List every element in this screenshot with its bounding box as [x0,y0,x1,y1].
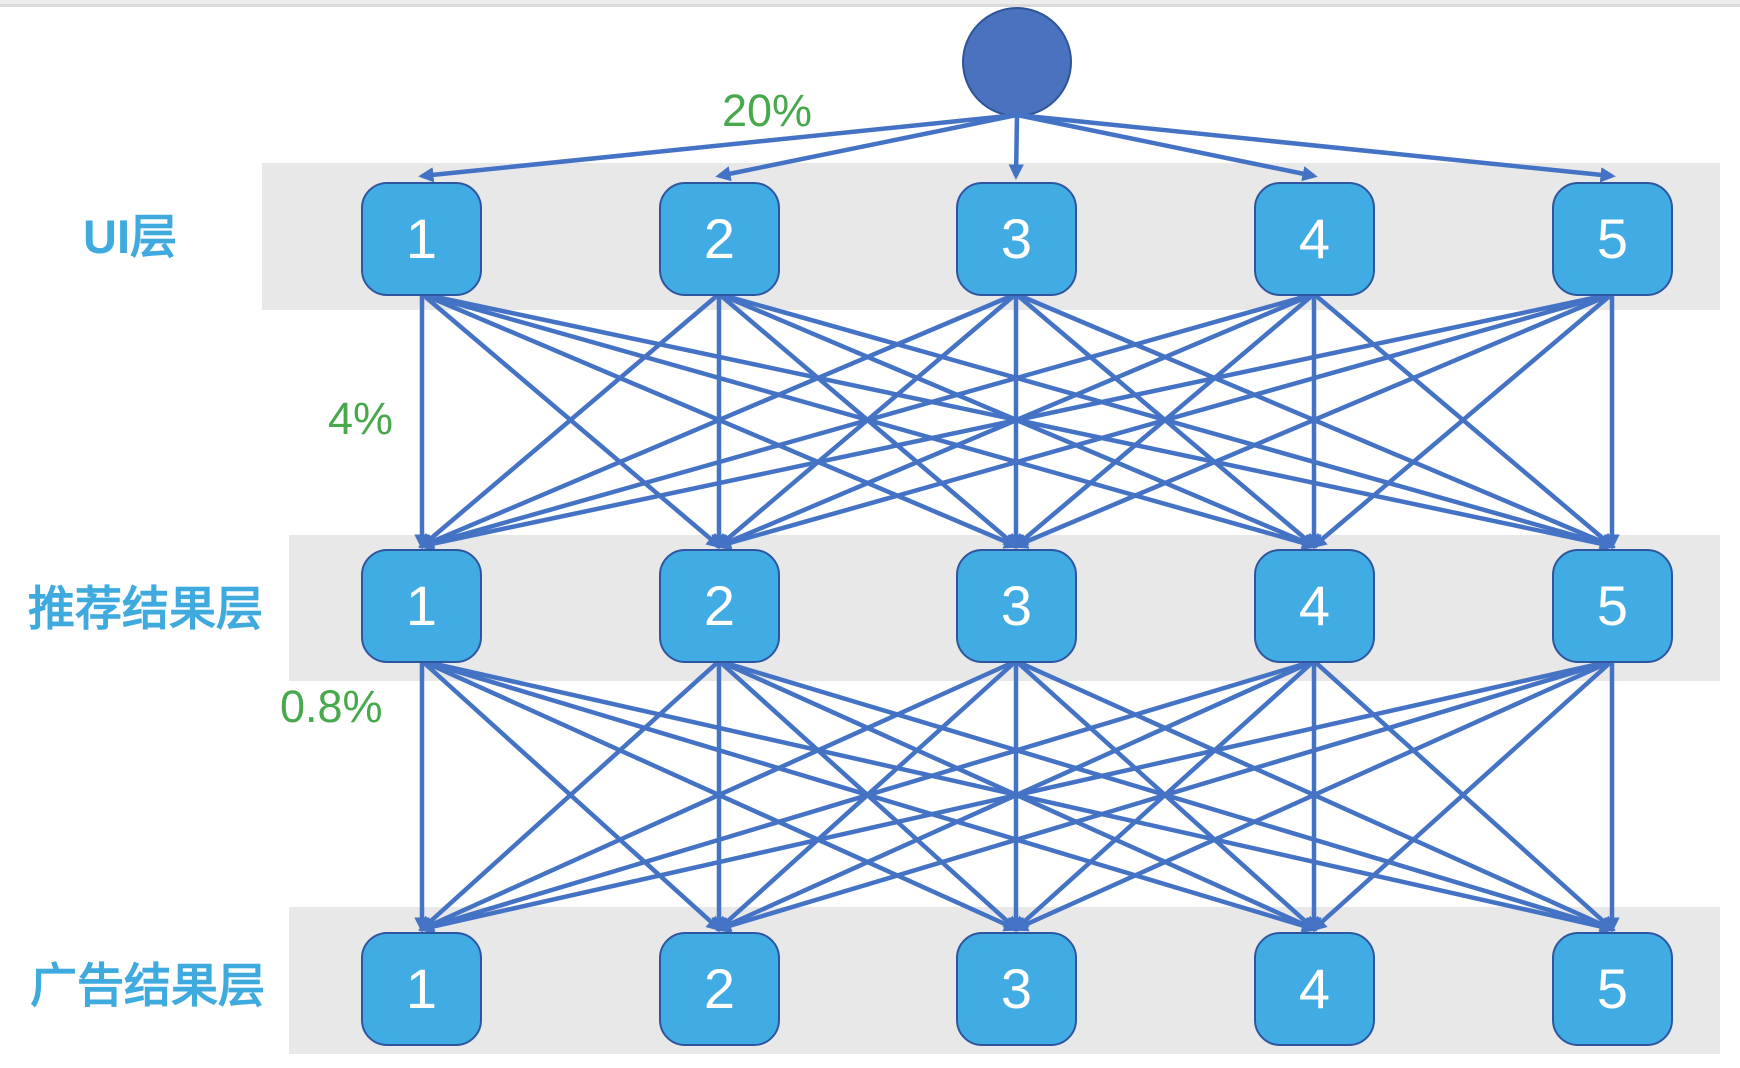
node-label: 2 [703,574,736,637]
connection-arrow [1312,292,1615,549]
connection-arrow [418,658,1017,932]
connection-arrow [1311,659,1614,932]
node-label: 1 [405,207,438,270]
connection-arrow [421,658,1020,932]
node-label: 1 [405,574,438,637]
connection-arrow [419,659,721,932]
node-ads-2: 2 [659,932,780,1046]
node-ads-5: 5 [1552,932,1673,1046]
node-label: 2 [703,207,736,270]
node-ui-1: 1 [361,182,482,296]
node-label: 3 [1000,207,1033,270]
connection-arrow [1015,291,1616,549]
connection-arrow [716,292,1018,549]
connection-arrow [717,292,1019,549]
connection-arrow [418,291,1017,549]
connection-arrow [715,658,1315,932]
connection-arrow [1013,659,1316,932]
connection-arrow [1014,292,1317,549]
node-label: 5 [1596,574,1629,637]
node-recommend-5: 5 [1552,549,1673,663]
connection-arrow [1311,292,1614,549]
connection-arrow [418,291,1613,552]
connection-arrow [420,659,722,932]
top-border-line [0,4,1740,7]
connection-arrow [718,291,1616,551]
connection-arrow [1312,659,1615,932]
node-label: 1 [405,957,438,1020]
node-ui-4: 4 [1254,182,1375,296]
connection-arrow [421,658,1616,934]
traffic-source-circle [962,7,1072,117]
connection-arrow [716,659,1018,932]
connection-arrow [718,658,1616,934]
layer-label-ads: 广告结果层 [30,959,265,1012]
connection-arrow [1013,292,1316,549]
node-label: 4 [1298,957,1331,1020]
connection-arrow [418,658,1315,934]
node-ads-1: 1 [361,932,482,1046]
connection-arrow [1014,659,1317,932]
connection-arrow [1012,291,1613,549]
connection-arrow [419,292,721,549]
node-label: 5 [1596,207,1629,270]
top-border-strip [0,0,1740,4]
connection-arrow [1012,658,1613,932]
node-ui-2: 2 [659,182,780,296]
connection-arrow [715,291,1613,551]
node-label: 2 [703,957,736,1020]
connection-arrow [718,658,1318,932]
node-label: 5 [1596,957,1629,1020]
conversion-rate-ads: 0.8% [280,681,383,732]
connection-arrow [715,658,1613,934]
node-label: 3 [1000,957,1033,1020]
node-label: 3 [1000,574,1033,637]
connection-arrow [718,291,1318,549]
node-recommend-1: 1 [361,549,482,663]
node-ui-3: 3 [956,182,1077,296]
node-ui-5: 5 [1552,182,1673,296]
node-label: 4 [1298,207,1331,270]
connection-arrow [717,659,1019,932]
conversion-rate-recommend: 4% [328,393,394,444]
connection-arrow [418,291,1315,551]
connection-arrow [421,291,1616,552]
connection-arrow [715,291,1315,549]
connection-arrow [421,291,1318,551]
node-ads-3: 3 [956,932,1077,1046]
connection-arrow [1015,658,1616,932]
node-recommend-4: 4 [1254,549,1375,663]
connection-arrow [418,658,1613,934]
conversion-rate-ui: 20% [722,85,813,136]
node-ads-4: 4 [1254,932,1375,1046]
connection-arrow [420,292,722,549]
connection-arrow [421,291,1020,549]
node-label: 4 [1298,574,1331,637]
node-recommend-3: 3 [956,549,1077,663]
node-recommend-2: 2 [659,549,780,663]
layer-label-recommend: 推荐结果层 [28,582,263,635]
connection-arrow [421,658,1318,934]
layer-label-ui: UI层 [83,210,177,263]
